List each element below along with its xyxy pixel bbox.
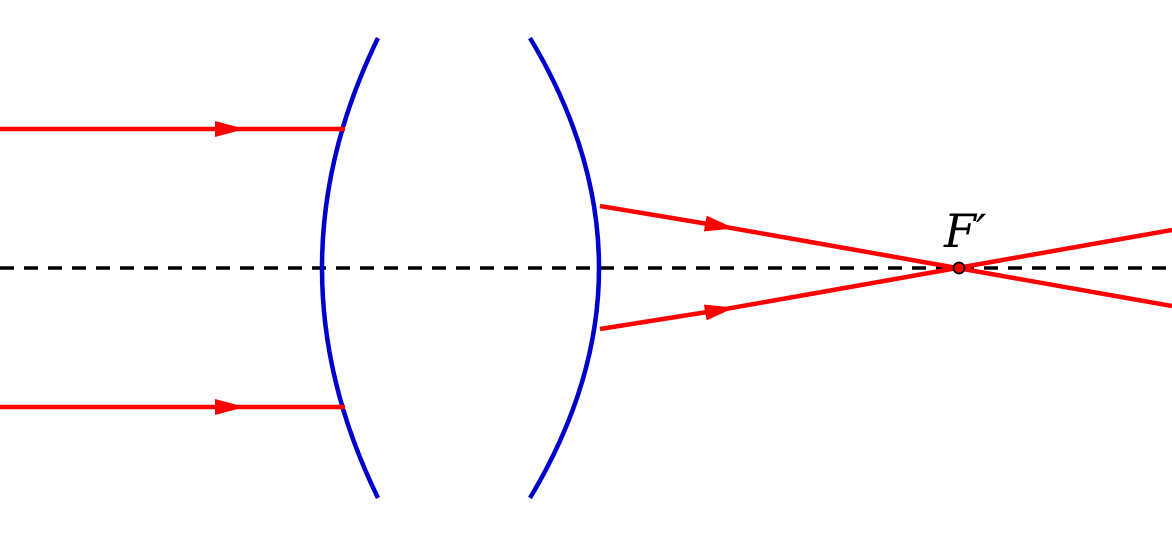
outgoing-ray-upper	[599, 203, 1172, 309]
outgoing-ray-lower	[599, 227, 1172, 332]
lens-right-surface	[528, 36, 602, 500]
focal-point-label: F′	[943, 204, 987, 258]
lens-left-surface	[319, 37, 381, 499]
focal-point-marker	[952, 261, 966, 275]
